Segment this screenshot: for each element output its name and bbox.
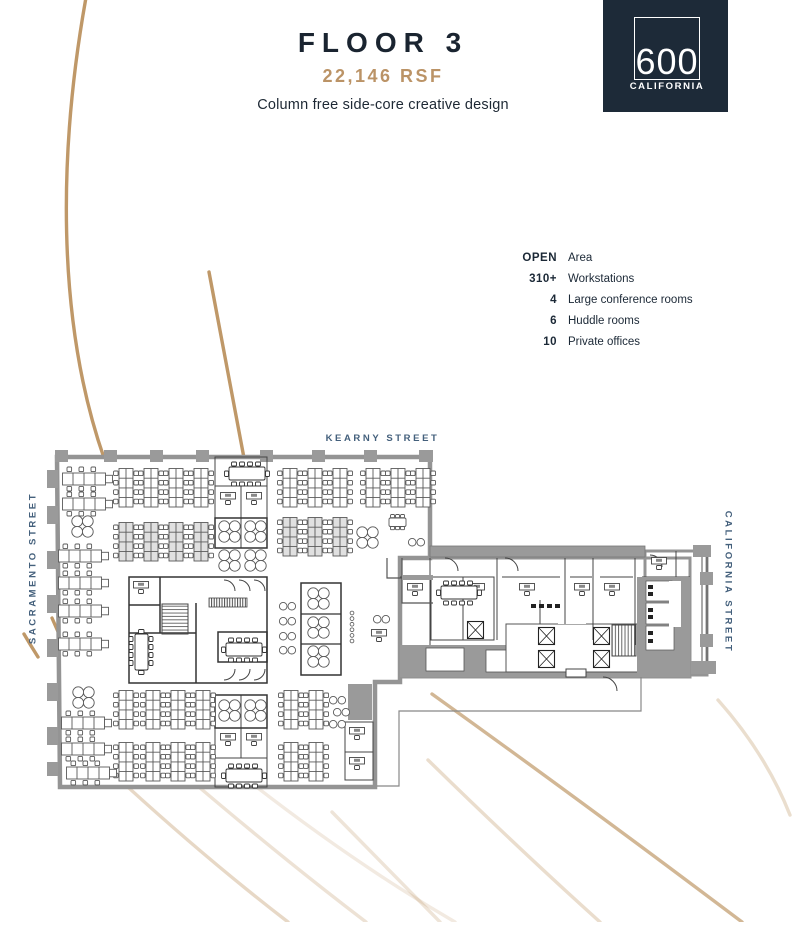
legend-label: Workstations [568,273,635,285]
legend-row: 4 Large conference rooms [452,294,752,315]
legend-label: Huddle rooms [568,315,640,327]
tagline: Column free side-core creative design [257,96,509,113]
decorative-arcs [22,0,792,924]
legend-label: Large conference rooms [568,294,693,306]
elevator-shaft [592,626,611,646]
street-label-california: CALIFORNIA STREET [722,510,734,654]
legend-row: OPEN Area [452,252,752,273]
legend-row: 310+ Workstations [452,273,752,294]
legend-value: 4 [550,294,557,306]
building-logo: 600 CALIFORNIA [603,0,728,112]
page-title: FLOOR 3 [297,27,469,58]
logo-number: 600 [635,41,699,82]
legend-value: 6 [550,315,557,327]
legend-row: 10 Private offices [452,336,752,357]
legend-label: Private offices [568,336,641,348]
space-legend: OPEN Area 310+ Workstations 4 Large conferenc… [452,252,752,357]
street-label-kearny: KEARNY STREET [325,433,440,444]
street-label-sacramento: SACRAMENTO STREET [27,491,39,645]
meeting-table [388,514,407,531]
elevator-shaft [466,620,485,640]
elevator-shaft [537,626,556,646]
legend-value: 10 [543,336,557,348]
legend-label: Area [568,252,593,264]
title-block: FLOOR 3 22,146 RSF Column free side-core… [208,27,558,113]
legend-value: 310+ [529,273,557,285]
elevator-shaft [537,649,556,669]
rsf-subtitle: 22,146 RSF [322,65,444,86]
logo-square-outline [634,17,700,80]
legend-row: 6 Huddle rooms [452,315,752,336]
elevator-shaft [592,649,611,669]
logo-name: CALIFORNIA [629,81,705,92]
legend-value: OPEN [522,252,557,264]
